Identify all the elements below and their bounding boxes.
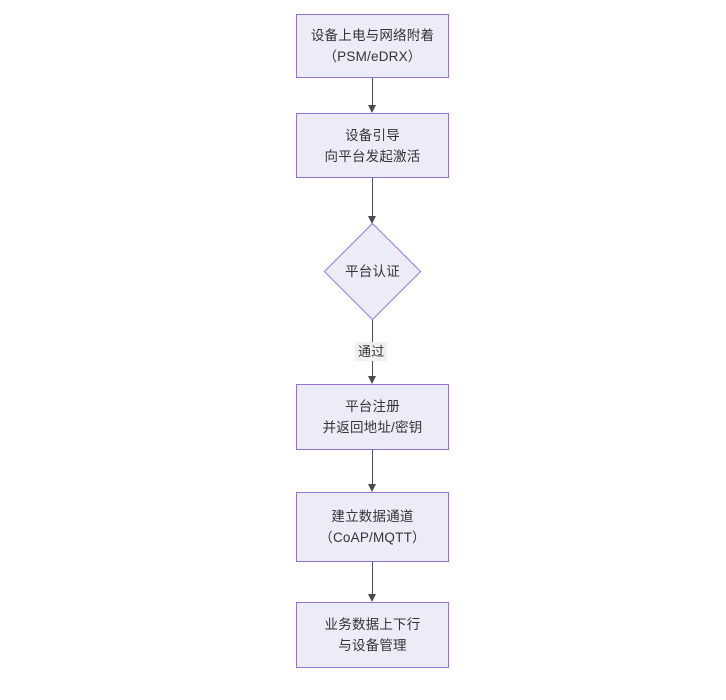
edge-line [372,450,373,484]
node-label-line1: 设备上电与网络附着 [310,28,435,43]
edge-arrowhead [368,376,376,384]
node-establish-data-channel[interactable]: 建立数据通道 （CoAP/MQTT） [296,492,449,562]
node-label-line2: 并返回地址/密钥 [322,420,423,435]
edge-arrowhead [368,594,376,602]
node-platform-registration[interactable]: 平台注册 并返回地址/密钥 [296,384,449,450]
node-device-power-on[interactable]: 设备上电与网络附着 （PSM/eDRX） [296,14,449,78]
node-label-line2: 向平台发起激活 [324,148,421,164]
node-label-line2: （CoAP/MQTT） [319,530,426,545]
edge-n4-n5 [368,450,376,492]
edge-arrowhead [368,105,376,113]
node-label-line1: 平台认证 [345,263,400,279]
node-platform-authentication[interactable]: 平台认证 [323,222,422,321]
edge-arrowhead [368,484,376,492]
edge-line [372,562,373,594]
edge-n5-n6 [368,562,376,602]
node-label-line1: 平台注册 [345,399,400,414]
edge-line [372,178,373,216]
edge-arrowhead [368,216,376,224]
node-business-data-and-device-management[interactable]: 业务数据上下行 与设备管理 [296,602,449,668]
edge-n2-n3 [368,178,376,224]
node-label-line2: 与设备管理 [338,638,407,653]
node-label-line2: （PSM/eDRX） [323,49,422,64]
edge-n1-n2 [368,78,376,113]
edge-line [372,78,373,105]
node-label-line1: 建立数据通道 [331,509,414,524]
node-label-line1: 设备引导 [345,127,400,143]
node-label-line1: 业务数据上下行 [324,617,421,632]
edge-label-pass: 通过 [355,342,388,361]
node-device-bootstrap[interactable]: 设备引导 向平台发起激活 [296,113,449,178]
